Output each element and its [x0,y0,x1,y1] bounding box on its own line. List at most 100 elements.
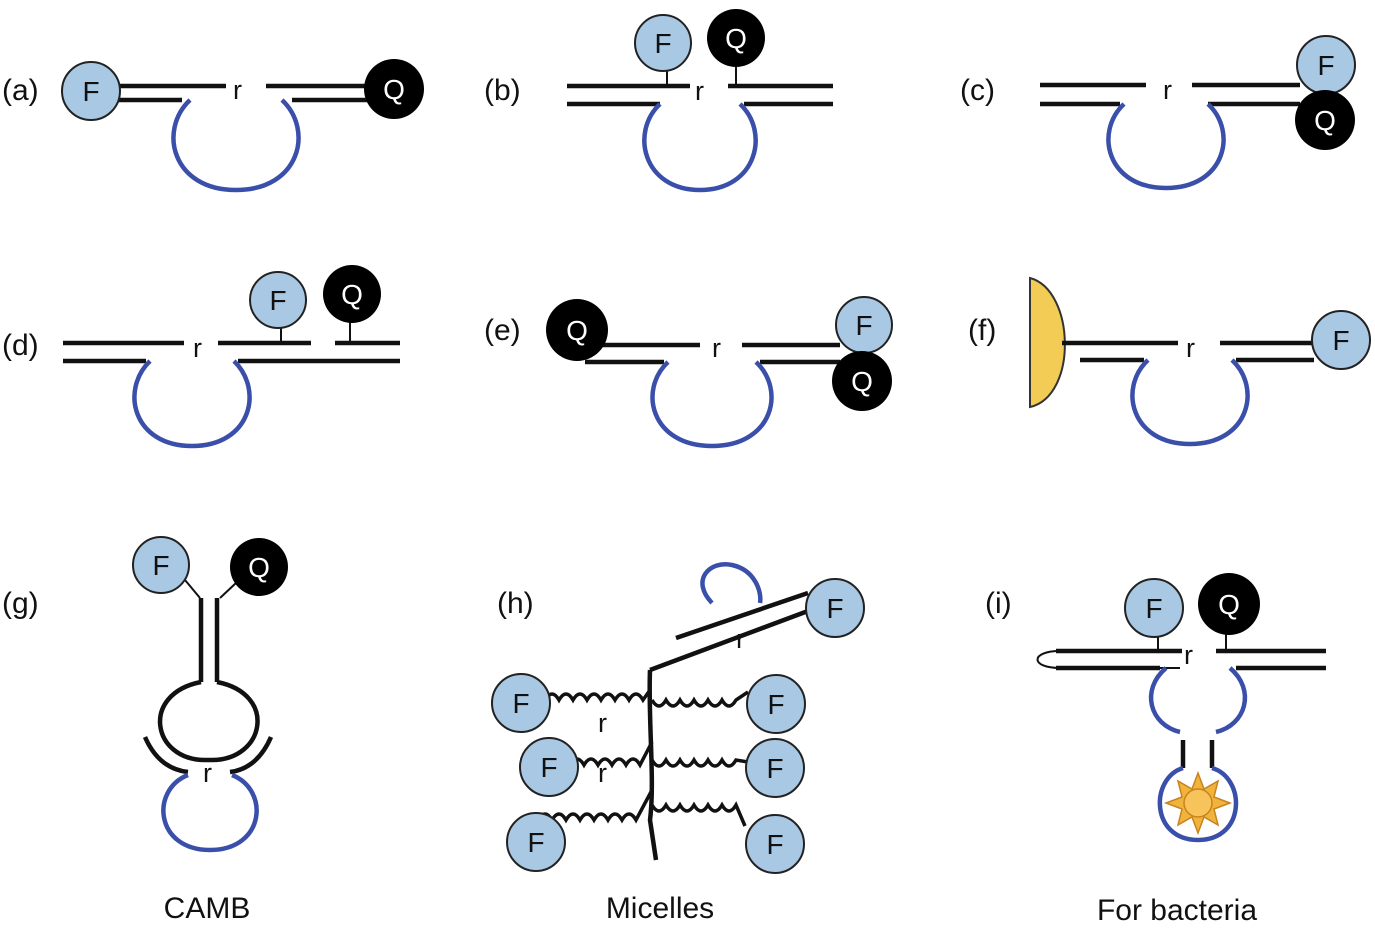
fluorophore [61,61,121,121]
hairpin-tail [1036,650,1180,669]
quencher-label: Q [1314,105,1336,136]
loop [1148,666,1248,735]
fluorophore-label: F [82,76,99,107]
quencher [832,351,892,411]
caption-micelles: Micelles [606,892,714,925]
recognition-site: r [1163,75,1172,105]
gold-bead [1029,276,1066,409]
fluorophore-label: F [1145,593,1162,624]
panel-f: (f) r F [968,276,1371,447]
quencher-label: Q [851,366,873,397]
recognition-site: r [695,76,704,106]
lipid-chain [650,756,749,768]
lipid-chain [568,741,654,769]
panel-label-i: (i) [985,587,1012,620]
recognition-site: r [193,333,202,363]
recognition-site: r [712,333,721,363]
loop [650,360,774,449]
quencher-label: Q [248,552,270,583]
fluorophore-label: F [269,285,286,316]
panel-i: (i) r F Q For bacteria [985,573,1326,927]
target-arc [229,736,274,775]
panel-a: (a) r F Q [2,59,424,193]
loop [161,772,259,853]
stem-strand [675,590,809,641]
fluorophore [634,14,692,72]
fluorophore [746,674,806,734]
quencher [1198,573,1260,635]
fluorophore [132,536,190,594]
fluorophore [805,578,865,638]
loop [700,561,763,605]
panel-d: (d) r F Q [2,265,400,449]
panel-label-e: (e) [484,314,521,347]
recognition-site: r [736,624,745,654]
fluorophore [491,673,551,733]
loop [1106,102,1226,191]
linker [184,579,201,599]
caption-for-bacteria: For bacteria [1097,894,1257,927]
fluorophore [519,737,579,797]
panel-g: (g) r F Q CAMB [2,536,288,925]
fluorophore-label: F [855,310,872,341]
recognition-site: r [203,758,212,788]
quencher-label: Q [341,279,363,310]
fluorophore [745,814,805,874]
panel-label-g: (g) [2,587,39,620]
fluorophore-label: F [766,753,783,784]
quencher [546,299,608,361]
fluorophore [1124,578,1184,638]
fluorophore-label: F [1317,50,1334,81]
fluorophore-label: F [512,688,529,719]
caption-camb: CAMB [164,892,251,925]
fluorophore-label: F [654,28,671,59]
panel-label-d: (d) [2,329,39,362]
micelle-core [647,669,659,861]
quencher [707,9,765,67]
lipid-chain [650,801,747,827]
bacteria-ring [1157,765,1239,843]
fluorophore-label: F [152,550,169,581]
quencher [1295,90,1355,150]
fluorophore [506,812,566,872]
quencher-label: Q [725,23,747,54]
panel-label-h: (h) [497,587,534,620]
quencher [364,59,424,119]
panel-e: (e) r Q F Q [484,296,893,449]
panel-b: (b) r F Q [484,9,833,193]
panel-h: (h) r r r F F F F F F F Micelles [491,561,865,925]
loop [171,98,301,193]
recognition-site: r [598,758,607,788]
quencher-label: Q [566,315,588,346]
fluorophore-label: F [1332,325,1349,356]
recognition-site: r [1186,333,1195,363]
linker [219,582,237,599]
target-arc [142,736,189,775]
recognition-site: r [598,708,607,738]
loop [642,102,758,193]
lipid-chain [650,690,749,708]
panel-c: (c) r F Q [960,35,1356,191]
panel-label-a: (a) [2,74,39,107]
quencher-label: Q [1218,589,1240,620]
fluorophore-label: F [767,689,784,720]
lipid-chain [543,688,652,704]
stem-strand [649,608,809,673]
fluorophore [249,271,307,329]
fluorophore-label: F [826,593,843,624]
probe-ring [158,679,260,763]
sun-icon [1163,770,1233,836]
panel-label-b: (b) [484,74,521,107]
fluorophore [1311,310,1371,370]
quencher-label: Q [383,74,405,105]
panel-label-c: (c) [960,74,995,107]
fluorophore-label: F [540,752,557,783]
panel-label-f: (f) [968,314,996,347]
loop [1130,358,1250,447]
recognition-site: r [1184,640,1193,670]
fluorophore-label: F [766,829,783,860]
fluorophore-label: F [527,827,544,858]
loop [132,359,252,449]
